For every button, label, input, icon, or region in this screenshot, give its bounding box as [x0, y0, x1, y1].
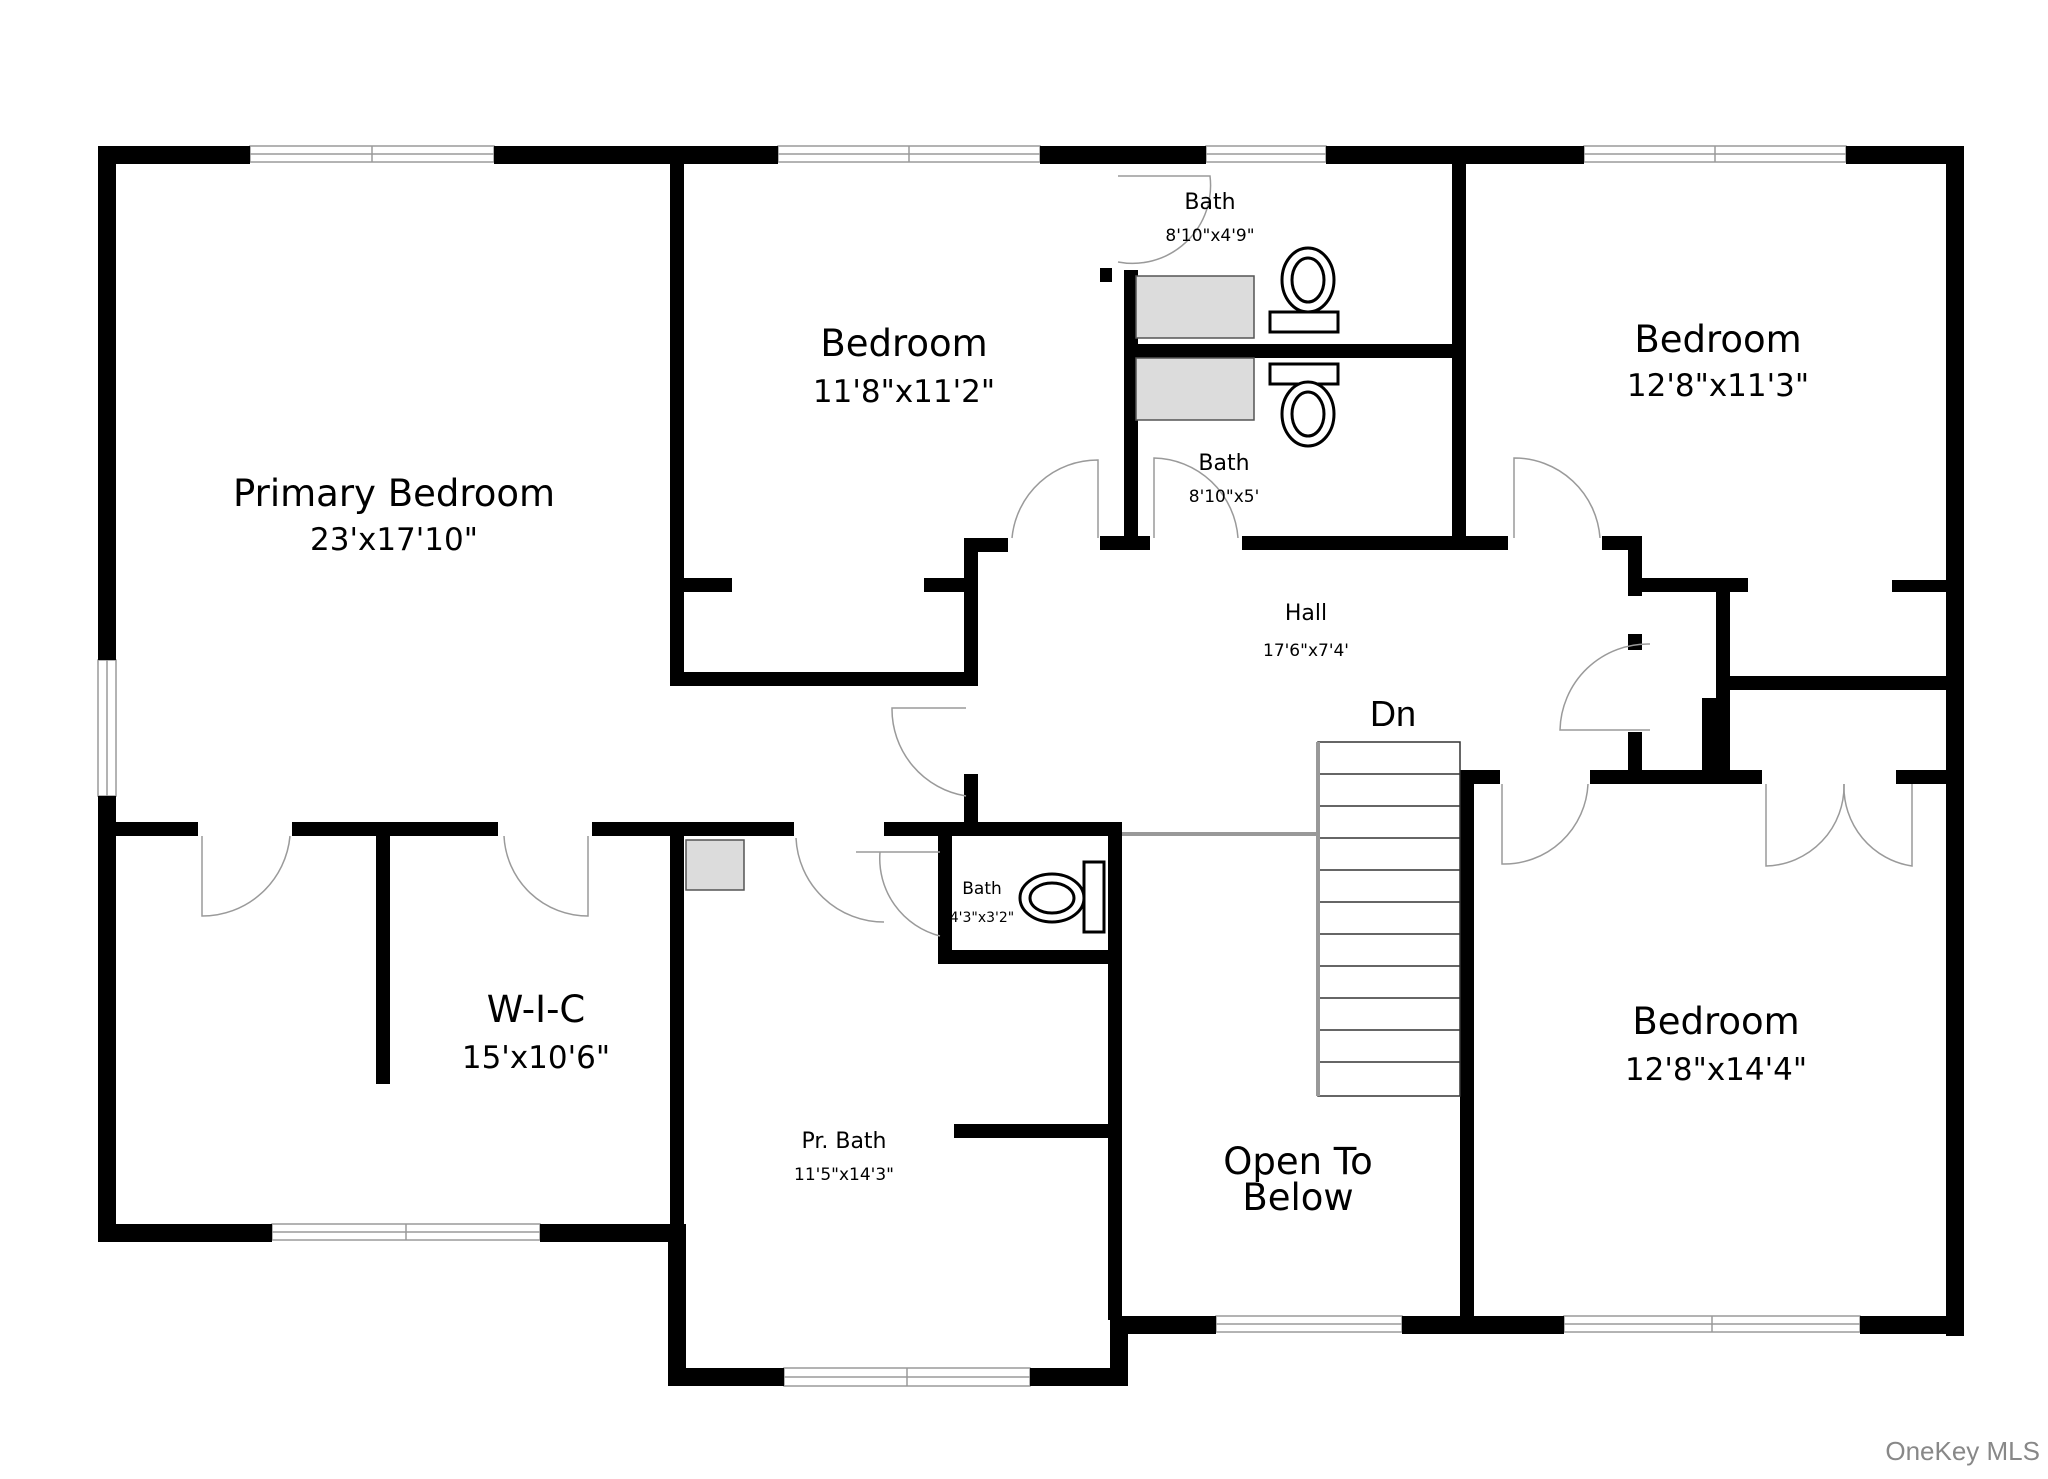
door-prbath: [795, 837, 885, 923]
window-prbath-bottom: [783, 1367, 1031, 1387]
bath-2-name: Bath: [1198, 451, 1249, 476]
door-bedroom1: [1011, 459, 1099, 539]
door-small-bath: [856, 851, 941, 937]
doors: [201, 175, 1913, 937]
tub-lower: [1135, 357, 1255, 421]
bath-3-name: Bath: [962, 879, 1002, 899]
pr-bath-dims: 11'5"x14'3": [794, 1165, 894, 1185]
bedroom-1-dims: 11'8"x11'2": [813, 374, 995, 410]
bedroom-2-dims: 12'8"x11'3": [1627, 368, 1809, 404]
primary-bedroom-name: Primary Bedroom: [233, 472, 555, 515]
open-to-below-line2: Below: [1242, 1176, 1353, 1219]
bath-3-dims: 4'3"x3'2": [950, 910, 1015, 926]
door-bath1: [1117, 175, 1212, 265]
wic-dims: 15'x10'6": [462, 1040, 610, 1076]
watermark: OneKey MLS: [1885, 1436, 2040, 1466]
window-bath-top: [1205, 145, 1327, 163]
toilet-small-bath-icon: [1018, 860, 1106, 934]
door-primary-closet-left: [201, 835, 291, 917]
bedroom-2-name: Bedroom: [1634, 318, 1801, 361]
bath-2-dims: 8'10"x5': [1189, 487, 1260, 507]
window-bedroom3-bottom: [1563, 1315, 1861, 1333]
door-primary-to-hall: [891, 707, 967, 797]
door-bedroom3: [1501, 783, 1589, 865]
window-bedroom1-top: [777, 145, 1041, 163]
hall-dims: 17'6"x7'4': [1263, 641, 1349, 661]
door-closet-b3-left: [1765, 783, 1845, 867]
window-open-bottom: [1215, 1315, 1403, 1333]
bedroom-3-name: Bedroom: [1632, 1000, 1799, 1043]
door-closet-b3-right: [1843, 783, 1913, 867]
bedroom-1-name: Bedroom: [820, 322, 987, 365]
bath-1-name: Bath: [1184, 190, 1235, 215]
wic-name: W-I-C: [487, 988, 586, 1031]
bedroom-3-dims: 12'8"x14'4": [1625, 1052, 1807, 1088]
window-wic-bottom: [271, 1223, 541, 1241]
door-bath2: [1153, 457, 1239, 539]
window-primary-left: [97, 659, 117, 797]
fixtures: [685, 246, 1340, 934]
primary-bedroom-dims: 23'x17'10": [310, 522, 478, 558]
door-primary-closet-right: [503, 835, 589, 917]
shower-prbath: [685, 839, 745, 891]
door-bedroom2: [1513, 457, 1601, 539]
toilet-lower-icon: [1268, 362, 1340, 448]
toilet-upper-icon: [1268, 246, 1340, 334]
stairs: [1317, 741, 1461, 1097]
window-primary-top: [249, 145, 495, 163]
window-bedroom2-top: [1583, 145, 1847, 163]
hall-name: Hall: [1285, 601, 1327, 626]
door-closet-hall: [1559, 643, 1651, 731]
room-labels: Primary Bedroom 23'x17'10" Bedroom 11'8"…: [233, 190, 1809, 1219]
stairs-label: Dn: [1370, 693, 1416, 734]
walls: [98, 146, 1964, 1386]
pr-bath-name: Pr. Bath: [801, 1129, 886, 1154]
tub-upper: [1135, 275, 1255, 339]
bath-1-dims: 8'10"x4'9": [1165, 226, 1254, 246]
open-to-below-line1: Open To: [1223, 1140, 1373, 1183]
